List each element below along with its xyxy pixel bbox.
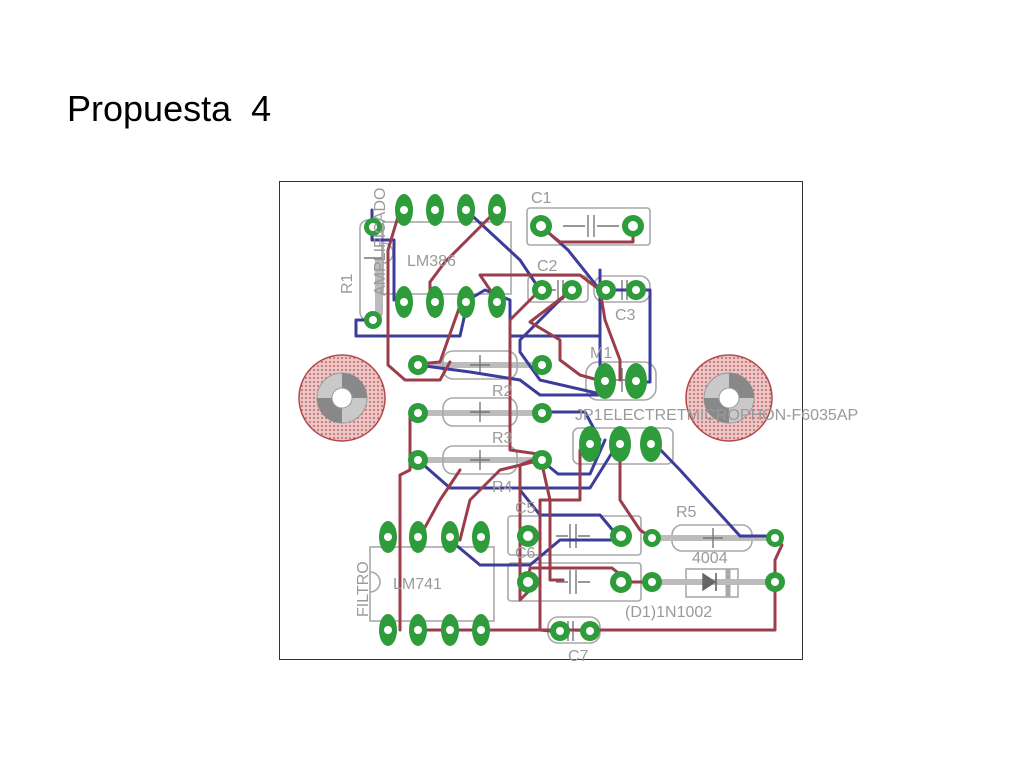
c1-outline [526,207,651,246]
label-c5: C5 [515,500,536,517]
label-c3: C3 [615,307,636,324]
label-r3: R3 [492,430,513,447]
label-r2: R2 [492,383,513,400]
label-c7: C7 [568,648,589,665]
label-filtro: FILTRO [355,561,372,617]
lm386-pads [395,194,506,318]
label-r5: R5 [676,504,697,521]
label-c6: C6 [515,545,536,562]
label-r1: R1 [339,273,356,294]
m1-jp1-pads [579,363,662,462]
r4-body [442,445,518,475]
label-c1: C1 [531,190,552,207]
label-r4: R4 [492,479,513,496]
lm741-pads [379,521,490,646]
label-d1-value: 4004 [692,550,728,567]
mounting-hole-left [298,354,386,442]
label-amplificado: AMPLIFICADO [372,188,389,296]
r2-body [442,350,518,380]
label-electret-microphone: ELECTRETMICROPHON-F6035AP [603,407,858,424]
r3-body [442,397,518,427]
lm741-outline [369,546,495,622]
label-m1: M1 [590,345,612,362]
label-lm741: LM741 [393,576,442,593]
component-labels: AMPLIFICADO R1 LM386 C1 C2 C3 M1 R2 R3 R… [339,188,858,665]
label-c2: C2 [537,258,558,275]
label-lm386: LM386 [407,253,456,270]
lm741-notch [369,571,381,593]
mounting-hole-right [685,354,773,442]
lm386-outline [382,221,512,295]
slide-title: Propuesta 4 [67,88,272,129]
round-pads [364,215,785,641]
label-d1: (D1)1N1002 [625,604,712,621]
label-jp1: JP1 [575,407,603,424]
